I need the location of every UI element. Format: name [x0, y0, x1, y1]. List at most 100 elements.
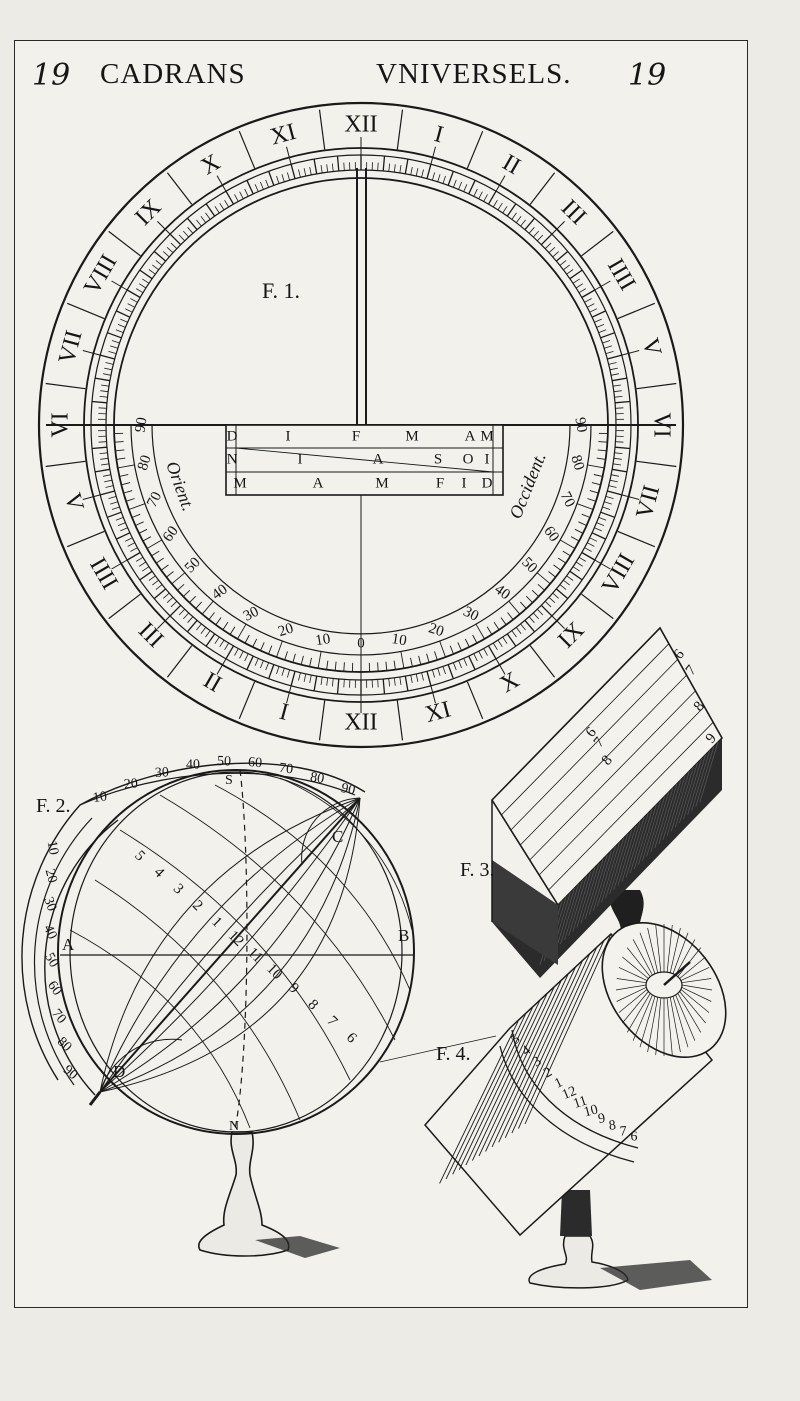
minute-tick	[468, 180, 476, 195]
top-ray	[669, 997, 681, 1053]
minute-tick	[613, 457, 622, 460]
dial-minute-ticks	[91, 155, 631, 695]
minute-tick	[239, 191, 244, 199]
latitude-tick	[166, 571, 174, 578]
hatch-line	[613, 829, 633, 891]
globe-top-number: 20	[123, 776, 138, 792]
hatch-line	[642, 800, 661, 861]
minute-tick	[260, 181, 264, 190]
minute-tick	[447, 171, 454, 186]
minute-tick	[540, 233, 553, 246]
hour-tick	[82, 350, 101, 356]
globe-scale-frame	[21, 762, 366, 1081]
minute-tick	[587, 542, 595, 547]
hour-divider	[238, 681, 256, 720]
figure-2-label: F. 2.	[36, 795, 71, 817]
minute-tick	[214, 636, 220, 644]
minute-tick	[598, 329, 607, 333]
hour-tick	[111, 280, 128, 291]
minute-tick	[254, 658, 259, 666]
hour-numeral-vii: VII	[54, 328, 88, 367]
minute-tick	[281, 668, 285, 676]
hour-tick	[111, 559, 128, 570]
minute-tick	[196, 219, 202, 227]
top-ray	[632, 939, 653, 976]
minute-tick	[614, 446, 631, 450]
minute-tick	[246, 180, 254, 195]
hatch-line	[654, 787, 674, 849]
top-ray	[639, 932, 656, 974]
globe-meridian	[99, 797, 361, 1093]
latitude-tick	[195, 601, 203, 609]
cylinder-scale-arc-2	[499, 1045, 635, 1163]
minute-tick	[205, 203, 216, 217]
minute-tick	[155, 260, 163, 266]
globe-scale-arc-2	[33, 817, 93, 1086]
globe-hour-number: 4	[151, 864, 168, 881]
figure-1-label: F. 1.	[262, 278, 300, 303]
minute-tick	[611, 373, 619, 376]
block-line	[529, 690, 696, 861]
globe-parallel	[159, 794, 396, 1041]
minute-tick	[492, 642, 498, 651]
minute-tick	[130, 298, 138, 303]
hour-divider	[466, 130, 484, 169]
top-ray	[666, 924, 673, 973]
cylinder-line	[452, 1007, 533, 1175]
hatch-line	[605, 838, 624, 899]
minute-tick	[611, 468, 628, 473]
latitude-tick	[562, 550, 571, 557]
latitude-tick	[581, 513, 591, 518]
latitude-tick	[597, 449, 607, 452]
minute-tick	[587, 303, 595, 308]
minute-tick	[528, 227, 535, 234]
minute-tick	[343, 679, 345, 688]
minute-tick	[415, 673, 419, 682]
minute-tick	[254, 184, 259, 192]
hour-divider	[238, 130, 256, 169]
hatch-line	[646, 796, 665, 857]
minute-tick	[290, 164, 296, 179]
globe-hour-number: 3	[170, 881, 187, 898]
latitude-tick	[123, 490, 133, 494]
minute-tick	[298, 672, 301, 681]
minute-tick	[584, 298, 592, 303]
hour-divider	[108, 593, 141, 620]
minute-tick	[463, 184, 468, 192]
hour-numeral-xii: XII	[344, 112, 377, 138]
minute-tick	[320, 165, 323, 174]
minute-tick	[497, 202, 503, 211]
minute-tick	[100, 390, 109, 393]
hour-divider	[529, 645, 556, 678]
minute-tick	[336, 155, 340, 172]
latitude-tick	[537, 583, 545, 591]
latitude-tick	[276, 640, 283, 658]
minute-tick	[607, 354, 622, 360]
latitude-tick	[201, 600, 214, 615]
cylinder-vertical-lines	[439, 933, 612, 1184]
latitude-tick	[292, 653, 296, 663]
globe-small-circle-c	[301, 797, 361, 866]
minute-tick	[453, 662, 457, 671]
hatch-line	[629, 812, 649, 874]
minute-tick	[265, 662, 269, 671]
globe-stand-shadow	[255, 1236, 340, 1258]
minute-tick	[104, 367, 113, 371]
minute-tick	[287, 669, 290, 678]
hatch-line	[679, 762, 698, 824]
minute-tick	[487, 190, 497, 205]
month-letter: M	[375, 475, 388, 491]
minute-tick	[552, 592, 559, 599]
hour-tick	[551, 615, 565, 629]
globe-top-number: 80	[309, 770, 325, 787]
minute-tick	[544, 242, 552, 249]
top-ray	[647, 927, 659, 973]
top-ray	[675, 939, 696, 976]
latitude-number: 90	[132, 416, 150, 433]
minute-tick	[515, 627, 522, 634]
hour-numeral-vii: VII	[631, 483, 665, 522]
globe-left-number: 70	[48, 1006, 68, 1026]
top-ray	[655, 924, 662, 973]
minute-tick	[377, 162, 379, 171]
latitude-tick	[128, 503, 146, 510]
